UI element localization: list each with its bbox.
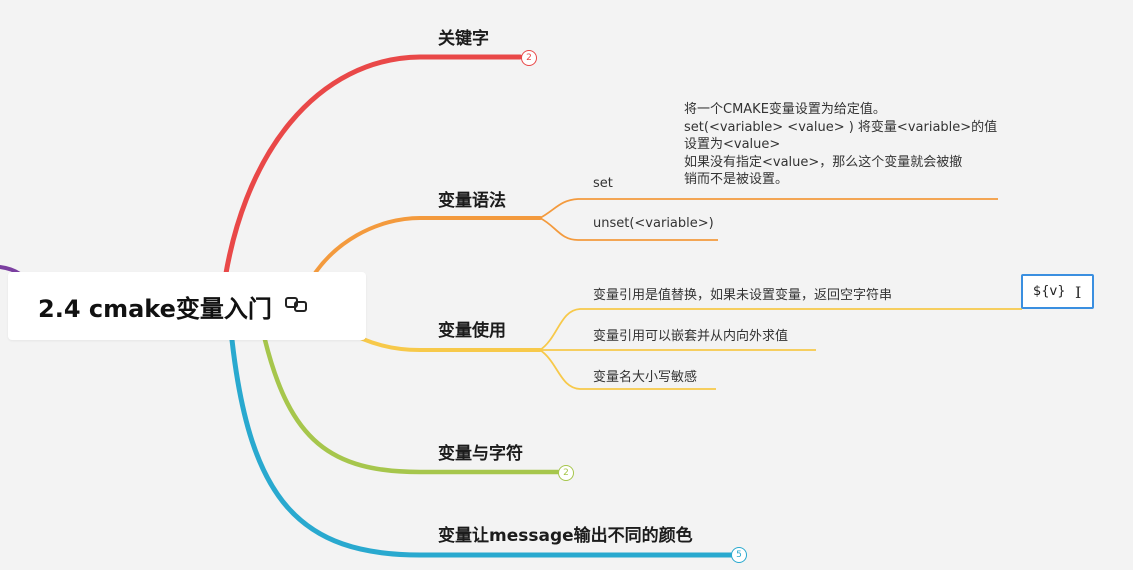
- topic-keywords[interactable]: 关键字: [438, 29, 489, 49]
- subtopic-set[interactable]: set: [593, 176, 613, 191]
- note-line: 如果没有指定<value>，那么这个变量就会被撤: [684, 154, 963, 170]
- connector-usage-1: [539, 308, 1022, 351]
- note-line: 销而不是被设置。: [684, 172, 789, 187]
- connector-usage-3: [539, 349, 716, 390]
- link-icon[interactable]: [284, 295, 310, 317]
- connector-set: [539, 198, 998, 219]
- root-title: 2.4 cmake变量入门: [38, 294, 272, 323]
- topic-usage[interactable]: 变量使用: [438, 321, 506, 341]
- note-line: 设置为<value>: [684, 137, 781, 152]
- connector-keywords: [219, 54, 523, 303]
- root-topic[interactable]: 2.4 cmake变量入门: [8, 272, 366, 340]
- connector-message: [229, 337, 735, 558]
- subtopic-usage-1[interactable]: 变量引用是值替换，如果未设置变量，返回空字符串: [593, 288, 893, 303]
- collapse-badge-chars[interactable]: 2: [558, 465, 574, 481]
- subtopic-usage-2[interactable]: 变量引用可以嵌套并从内向外求值: [593, 329, 789, 344]
- topic-message[interactable]: 变量让message输出不同的颜色: [438, 526, 693, 546]
- subtopic-unset[interactable]: unset(<variable>): [593, 216, 714, 231]
- topic-edit-input[interactable]: ${v} I: [1021, 274, 1094, 309]
- text-cursor-icon: I: [1075, 283, 1082, 302]
- topic-syntax[interactable]: 变量语法: [438, 191, 506, 211]
- edit-input-text: ${v}: [1033, 284, 1066, 299]
- connector-unset: [539, 217, 718, 241]
- topic-chars[interactable]: 变量与字符: [438, 444, 523, 464]
- note-line: set(<variable> <value> ) 将变量<variable>的值: [684, 119, 998, 135]
- collapse-badge-keywords[interactable]: 2: [521, 50, 537, 66]
- connector-chars: [262, 337, 561, 475]
- note-line: 将一个CMAKE变量设置为给定值。: [684, 102, 886, 117]
- set-note: 将一个CMAKE变量设置为给定值。 set(<variable> <value>…: [684, 101, 1014, 189]
- subtopic-usage-3[interactable]: 变量名大小写敏感: [593, 370, 698, 385]
- collapse-badge-message[interactable]: 5: [731, 547, 747, 563]
